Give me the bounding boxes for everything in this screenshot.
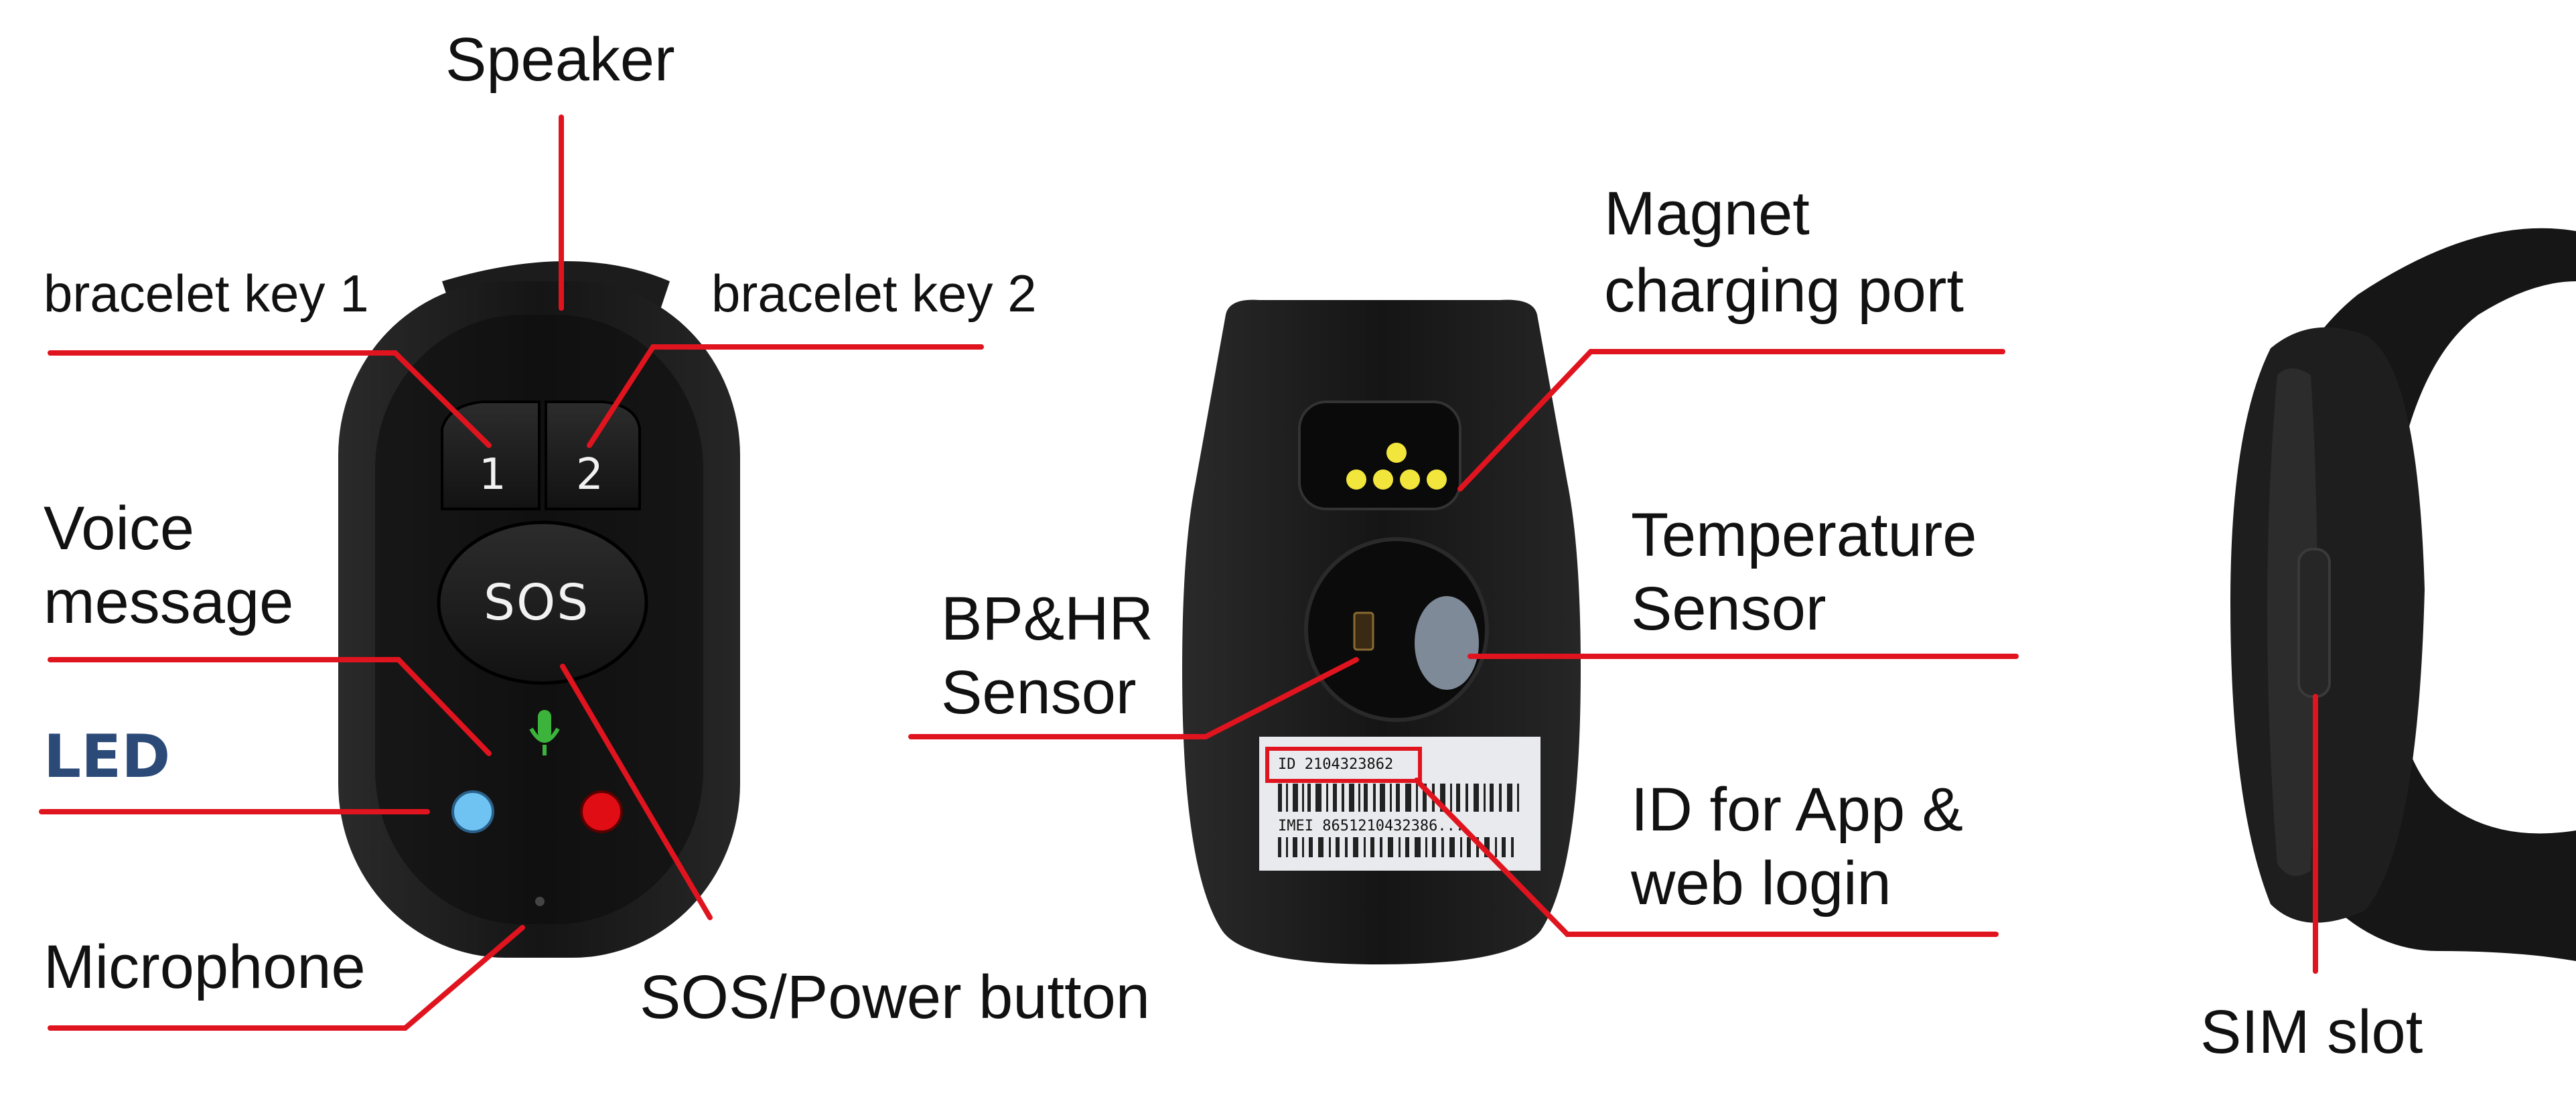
bracelet-key-2-button[interactable] [545,400,641,510]
id-highlight-box [1265,747,1422,783]
led-blue [451,790,494,833]
leader-magnet [1457,349,2005,492]
sticker-barcode-2 [1278,837,1514,857]
label-led: LED [44,722,170,791]
label-bracelet-key-2: bracelet key 2 [711,264,1037,323]
sos-power-button[interactable] [437,520,648,685]
label-sos-power-button: SOS/Power button [640,963,1150,1031]
label-microphone: Microphone [44,933,366,1001]
leader-microphone [48,925,525,1031]
label-temperature-1: Temperature [1631,501,1977,569]
sticker-imei-text: IMEI 8651210432386... [1278,818,1464,834]
watch-back: ID 2104323862 IMEI 8651210432386... [1182,299,1581,964]
key-1-glyph: 1 [479,450,506,500]
label-magnet-2: charging port [1604,257,1964,325]
label-sim-slot: SIM slot [2200,998,2423,1066]
microphone-hole [535,897,545,906]
watch-front: 1 2 SOS [338,261,740,958]
sos-glyph: SOS [484,574,589,632]
leader-id [1414,778,1999,937]
temperature-sensor [1415,596,1479,690]
led-red [580,790,623,833]
charging-port-housing [1298,400,1461,510]
sticker-id-text: ID 2104323862 [1278,756,1393,773]
sim-slot-cover[interactable] [2297,548,2331,698]
label-id-2: web login [1630,849,1891,918]
label-magnet-1: Magnet [1604,179,1810,248]
bracelet-key-1-button[interactable] [441,400,541,510]
leader-key-2 [587,344,984,448]
label-speaker: Speaker [445,25,675,94]
leader-bphr [908,657,1359,739]
charging-pin [1346,469,1366,490]
leader-voice-message [48,657,492,756]
label-bphr-1: BP&HR [941,585,1153,653]
label-voice-message-1: Voice [44,494,194,563]
charging-pin [1400,469,1420,490]
label-id-1: ID for App & [1631,776,1963,844]
charging-pin [1427,469,1447,490]
label-temperature-2: Sensor [1631,575,1827,643]
bphr-sensor [1353,611,1374,651]
key-2-glyph: 2 [576,450,603,500]
leader-key-1 [48,350,492,448]
side-highlight [2267,368,2317,876]
charging-pin [1373,469,1393,490]
leader-sos [560,664,713,920]
label-bphr-2: Sensor [941,658,1137,727]
voice-message-mic-icon [529,710,560,755]
label-bracelet-key-1: bracelet key 1 [44,264,369,323]
watch-side [2230,228,2576,961]
charging-pin [1386,443,1407,463]
label-voice-message-2: message [44,568,293,636]
sticker-barcode [1278,784,1519,812]
